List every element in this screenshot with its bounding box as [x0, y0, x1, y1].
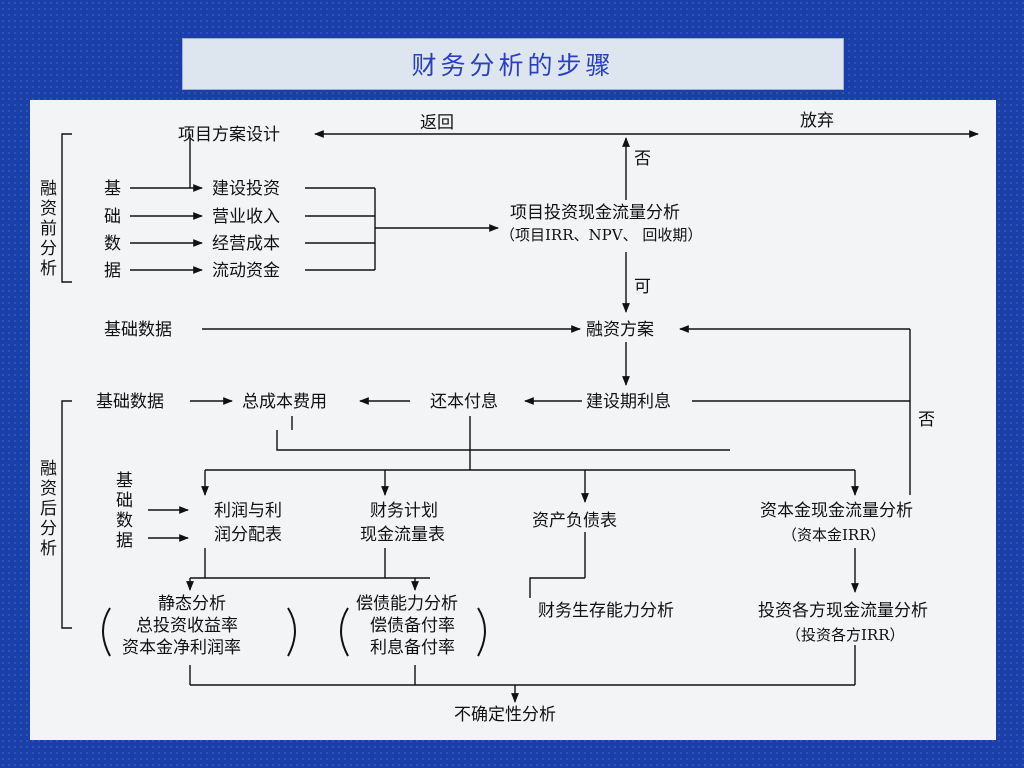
pre-fin-char-3: 分: [40, 239, 57, 259]
post-financing-bracket: [61, 400, 72, 629]
node-static-3: 资本金净利润率: [122, 638, 241, 658]
node-solvency-3: 利息备付率: [370, 638, 455, 658]
node-labels: 融 资 前 分 析 融 资 后 分 析 基 础 数 据 基 础 数 据 项目方案…: [40, 111, 935, 725]
bus-left: [276, 430, 470, 451]
post-fin-char-4: 析: [40, 539, 57, 559]
node-cashflow-analysis-2: （项目IRR、NPV、 回收期）: [500, 226, 702, 244]
node-repayment: 还本付息: [430, 392, 498, 412]
node-profit-2: 润分配表: [214, 525, 282, 545]
node-financing-plan: 融资方案: [586, 320, 654, 340]
slide-title: 财务分析的步骤: [411, 51, 615, 80]
scanned-page: 融 资 前 分 析 融 资 后 分 析 基 础 数 据 基 础 数 据 项目方案…: [30, 100, 996, 740]
basic-v1-char-3: 据: [104, 261, 121, 281]
node-investor-1: 投资各方现金流量分析: [758, 601, 928, 621]
pre-fin-char-1: 资: [40, 199, 57, 219]
node-project-design: 项目方案设计: [178, 125, 280, 145]
basic-v2-char-2: 数: [116, 511, 133, 531]
node-cashflow-analysis-1: 项目投资现金流量分析: [510, 203, 680, 223]
basic-v2-char-0: 基: [116, 471, 133, 491]
node-construction-investment: 建设投资: [212, 179, 280, 199]
flowchart: 融 资 前 分 析 融 资 后 分 析 基 础 数 据 基 础 数 据 项目方案…: [40, 111, 979, 725]
pre-fin-char-4: 析: [40, 259, 57, 279]
label-abandon: 放弃: [800, 111, 834, 131]
node-capital-cashflow-2: （资本金IRR）: [782, 526, 886, 544]
node-survival: 财务生存能力分析: [538, 601, 674, 621]
pre-fin-char-0: 融: [40, 179, 57, 199]
connector-lines: [61, 130, 979, 703]
basic-v1-char-2: 数: [104, 234, 121, 254]
post-fin-char-2: 后: [40, 499, 57, 519]
node-basic-data-1: 基础数据: [104, 320, 172, 340]
parentheses: [102, 607, 486, 657]
title-box: 财务分析的步骤: [182, 38, 844, 90]
post-fin-char-0: 融: [40, 459, 57, 479]
basic-v1-char-0: 基: [104, 179, 121, 199]
static-paren-right: [287, 607, 296, 657]
node-working-capital: 流动资金: [212, 261, 280, 281]
post-fin-char-1: 资: [40, 479, 57, 499]
node-profit-1: 利润与利: [214, 501, 282, 521]
pre-fin-char-2: 前: [40, 219, 57, 239]
post-fin-char-3: 分: [40, 519, 57, 539]
pre-financing-bracket: [61, 133, 72, 283]
label-return: 返回: [420, 113, 454, 133]
node-total-cost: 总成本费用: [242, 392, 327, 412]
node-balance-sheet: 资产负债表: [532, 511, 617, 531]
node-plan-1: 财务计划: [370, 501, 438, 521]
basic-v2-char-1: 础: [116, 491, 133, 511]
label-no-2: 否: [918, 410, 935, 430]
static-paren-left: [102, 607, 111, 657]
node-investor-2: （投资各方IRR）: [786, 626, 905, 644]
basic-v1-char-1: 础: [104, 207, 121, 227]
capital-feedback-up: [692, 329, 911, 402]
balance-to-survival: [529, 577, 585, 598]
basic-v2-char-3: 据: [116, 531, 133, 551]
node-capital-cashflow-1: 资本金现金流量分析: [760, 501, 913, 521]
node-static-2: 总投资收益率: [136, 616, 238, 636]
label-no-1: 否: [634, 149, 651, 169]
node-solvency-1: 偿债能力分析: [356, 594, 458, 614]
solvency-paren-left: [340, 607, 349, 657]
bus-right: [469, 416, 730, 451]
node-static-1: 静态分析: [158, 594, 226, 614]
label-yes: 可: [634, 277, 651, 297]
solvency-paren-right: [477, 607, 486, 657]
node-basic-data-2: 基础数据: [96, 392, 164, 412]
node-operating-cost: 经营成本: [212, 234, 280, 254]
node-plan-2: 现金流量表: [360, 525, 445, 545]
node-uncertainty: 不确定性分析: [454, 705, 556, 725]
node-solvency-2: 偿债备付率: [370, 616, 455, 636]
node-construction-interest: 建设期利息: [586, 392, 671, 412]
node-operating-revenue: 营业收入: [212, 207, 280, 227]
